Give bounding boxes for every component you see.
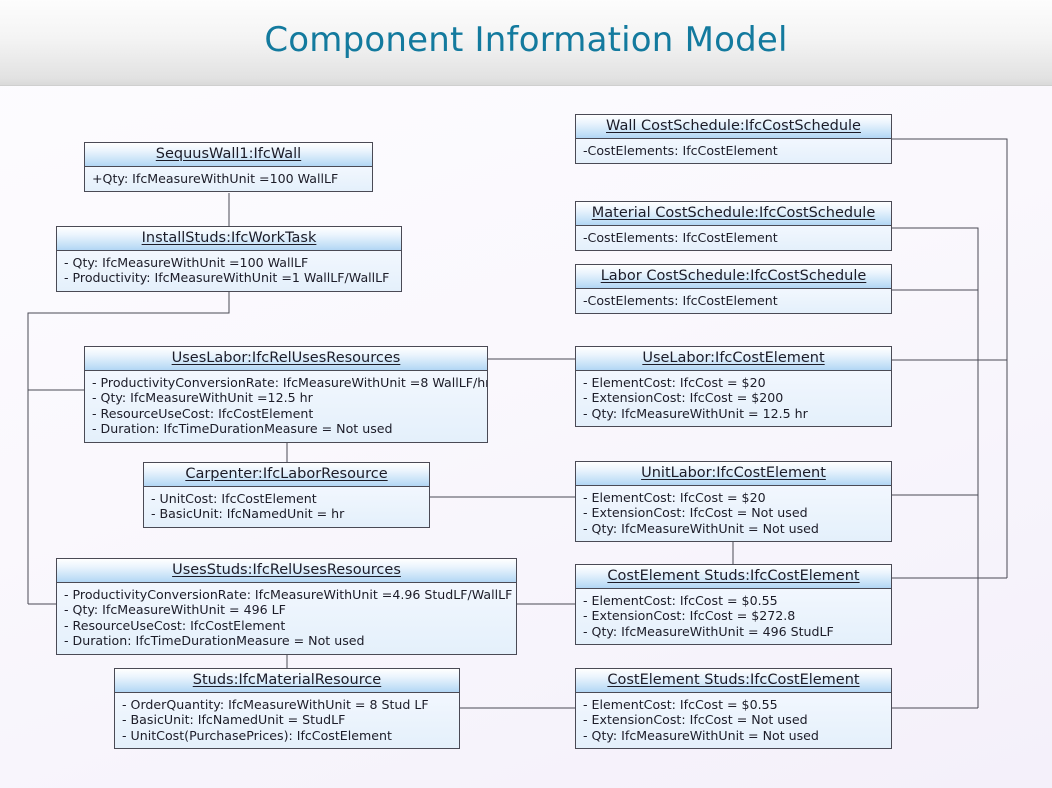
attribute-row: - UnitCost(PurchasePrices): IfcCostEleme…: [122, 727, 392, 743]
attribute-row: - Qty: IfcMeasureWithUnit =12.5 hr: [92, 390, 313, 406]
class-box-material-cost-schedule[interactable]: Material CostSchedule:IfcCostSchedule -C…: [575, 201, 892, 252]
attribute-row: -CostElements: IfcCostElement: [583, 293, 778, 308]
attribute-row: - ExtensionCost: IfcCost = Not used: [583, 505, 808, 521]
class-box-cost-element-studs-2[interactable]: CostElement Studs:IfcCostElement - Eleme…: [575, 668, 892, 750]
class-title-uses-studs: UsesStuds:IfcRelUsesResources: [57, 559, 516, 583]
attribute-row: - Qty: IfcMeasureWithUnit = 496 StudLF: [583, 623, 834, 639]
class-title-cost-element-studs-2: CostElement Studs:IfcCostElement: [576, 669, 891, 693]
attribute-row: -CostElements: IfcCostElement: [583, 143, 778, 158]
connector-wallcostschedule-trunk: [892, 138, 1008, 578]
class-attributes-use-labor: - ElementCost: IfcCost = $20 - Extension…: [576, 371, 891, 427]
connector-installstuds-bottom: [27, 290, 230, 604]
class-box-install-studs[interactable]: InstallStuds:IfcWorkTask - Qty: IfcMeasu…: [56, 226, 402, 292]
class-box-sequus-wall[interactable]: SequusWall1:IfcWall +Qty: IfcMeasureWith…: [84, 142, 373, 193]
attribute-row: - Qty: IfcMeasureWithUnit = 496 LF: [64, 602, 286, 618]
attribute-row: - Duration: IfcTimeDurationMeasure = Not…: [92, 421, 393, 437]
class-title-wall-cost-schedule: Wall CostSchedule:IfcCostSchedule: [576, 115, 891, 139]
class-box-unit-labor[interactable]: UnitLabor:IfcCostElement - ElementCost: …: [575, 461, 892, 543]
class-attributes-labor-cost-schedule: -CostElements: IfcCostElement: [576, 289, 891, 314]
class-attributes-cost-element-studs-1: - ElementCost: IfcCost = $0.55 - Extensi…: [576, 589, 891, 645]
class-attributes-cost-element-studs-2: - ElementCost: IfcCost = $0.55 - Extensi…: [576, 693, 891, 749]
class-title-carpenter: Carpenter:IfcLaborResource: [144, 463, 429, 487]
attribute-row: - ElementCost: IfcCost = $20: [583, 375, 766, 390]
attribute-row: - ProductivityConversionRate: IfcMeasure…: [92, 375, 487, 390]
attribute-row: - Qty: IfcMeasureWithUnit = 12.5 hr: [583, 405, 808, 421]
attribute-row: -CostElements: IfcCostElement: [583, 230, 778, 245]
class-title-install-studs: InstallStuds:IfcWorkTask: [57, 227, 401, 251]
class-attributes-sequus-wall: +Qty: IfcMeasureWithUnit =100 WallLF: [85, 167, 372, 192]
attribute-row: - ResourceUseCost: IfcCostElement: [64, 617, 286, 633]
attribute-row: - Duration: IfcTimeDurationMeasure = Not…: [64, 633, 365, 649]
attribute-row: - ElementCost: IfcCost = $0.55: [583, 593, 778, 608]
class-attributes-wall-cost-schedule: -CostElements: IfcCostElement: [576, 139, 891, 164]
attribute-row: - BasicUnit: IfcNamedUnit = StudLF: [122, 712, 346, 728]
class-box-wall-cost-schedule[interactable]: Wall CostSchedule:IfcCostSchedule -CostE…: [575, 114, 892, 165]
attribute-row: +Qty: IfcMeasureWithUnit =100 WallLF: [92, 171, 339, 186]
attribute-row: - ProductivityConversionRate: IfcMeasure…: [64, 587, 513, 602]
attribute-row: - Qty: IfcMeasureWithUnit = Not used: [583, 727, 819, 743]
class-attributes-install-studs: - Qty: IfcMeasureWithUnit =100 WallLF - …: [57, 251, 401, 291]
class-attributes-carpenter: - UnitCost: IfcCostElement - BasicUnit: …: [144, 487, 429, 527]
attribute-row: - OrderQuantity: IfcMeasureWithUnit = 8 …: [122, 697, 429, 712]
class-title-cost-element-studs-1: CostElement Studs:IfcCostElement: [576, 565, 891, 589]
class-box-studs-material[interactable]: Studs:IfcMaterialResource - OrderQuantit…: [114, 668, 460, 750]
class-attributes-uses-labor: - ProductivityConversionRate: IfcMeasure…: [85, 371, 487, 442]
page-title: Component Information Model: [264, 20, 788, 60]
class-box-cost-element-studs-1[interactable]: CostElement Studs:IfcCostElement - Eleme…: [575, 564, 892, 646]
attribute-row: - ElementCost: IfcCost = $20: [583, 490, 766, 505]
class-title-material-cost-schedule: Material CostSchedule:IfcCostSchedule: [576, 202, 891, 226]
title-banner: Component Information Model: [0, 0, 1052, 86]
class-title-unit-labor: UnitLabor:IfcCostElement: [576, 462, 891, 486]
class-box-labor-cost-schedule[interactable]: Labor CostSchedule:IfcCostSchedule -Cost…: [575, 264, 892, 315]
attribute-row: - Qty: IfcMeasureWithUnit =100 WallLF: [64, 255, 309, 270]
attribute-row: - BasicUnit: IfcNamedUnit = hr: [151, 506, 345, 522]
class-title-labor-cost-schedule: Labor CostSchedule:IfcCostSchedule: [576, 265, 891, 289]
class-box-uses-labor[interactable]: UsesLabor:IfcRelUsesResources - Producti…: [84, 346, 488, 443]
attribute-row: - Qty: IfcMeasureWithUnit = Not used: [583, 520, 819, 536]
attribute-row: - ElementCost: IfcCost = $0.55: [583, 697, 778, 712]
class-title-uses-labor: UsesLabor:IfcRelUsesResources: [85, 347, 487, 371]
attribute-row: - Productivity: IfcMeasureWithUnit =1 Wa…: [64, 270, 390, 286]
class-attributes-studs-material: - OrderQuantity: IfcMeasureWithUnit = 8 …: [115, 693, 459, 749]
attribute-row: - UnitCost: IfcCostElement: [151, 491, 317, 506]
class-title-use-labor: UseLabor:IfcCostElement: [576, 347, 891, 371]
class-box-uses-studs[interactable]: UsesStuds:IfcRelUsesResources - Producti…: [56, 558, 517, 655]
attribute-row: - ResourceUseCost: IfcCostElement: [92, 405, 314, 421]
connector-materialcostschedule-trunk: [892, 227, 979, 708]
class-attributes-material-cost-schedule: -CostElements: IfcCostElement: [576, 226, 891, 251]
class-box-use-labor[interactable]: UseLabor:IfcCostElement - ElementCost: I…: [575, 346, 892, 428]
class-title-sequus-wall: SequusWall1:IfcWall: [85, 143, 372, 167]
attribute-row: - ExtensionCost: IfcCost = $272.8: [583, 608, 796, 624]
class-title-studs-material: Studs:IfcMaterialResource: [115, 669, 459, 693]
class-attributes-unit-labor: - ElementCost: IfcCost = $20 - Extension…: [576, 486, 891, 542]
attribute-row: - ExtensionCost: IfcCost = $200: [583, 390, 784, 406]
attribute-row: - ExtensionCost: IfcCost = Not used: [583, 712, 808, 728]
class-box-carpenter[interactable]: Carpenter:IfcLaborResource - UnitCost: I…: [143, 462, 430, 528]
class-attributes-uses-studs: - ProductivityConversionRate: IfcMeasure…: [57, 583, 516, 654]
